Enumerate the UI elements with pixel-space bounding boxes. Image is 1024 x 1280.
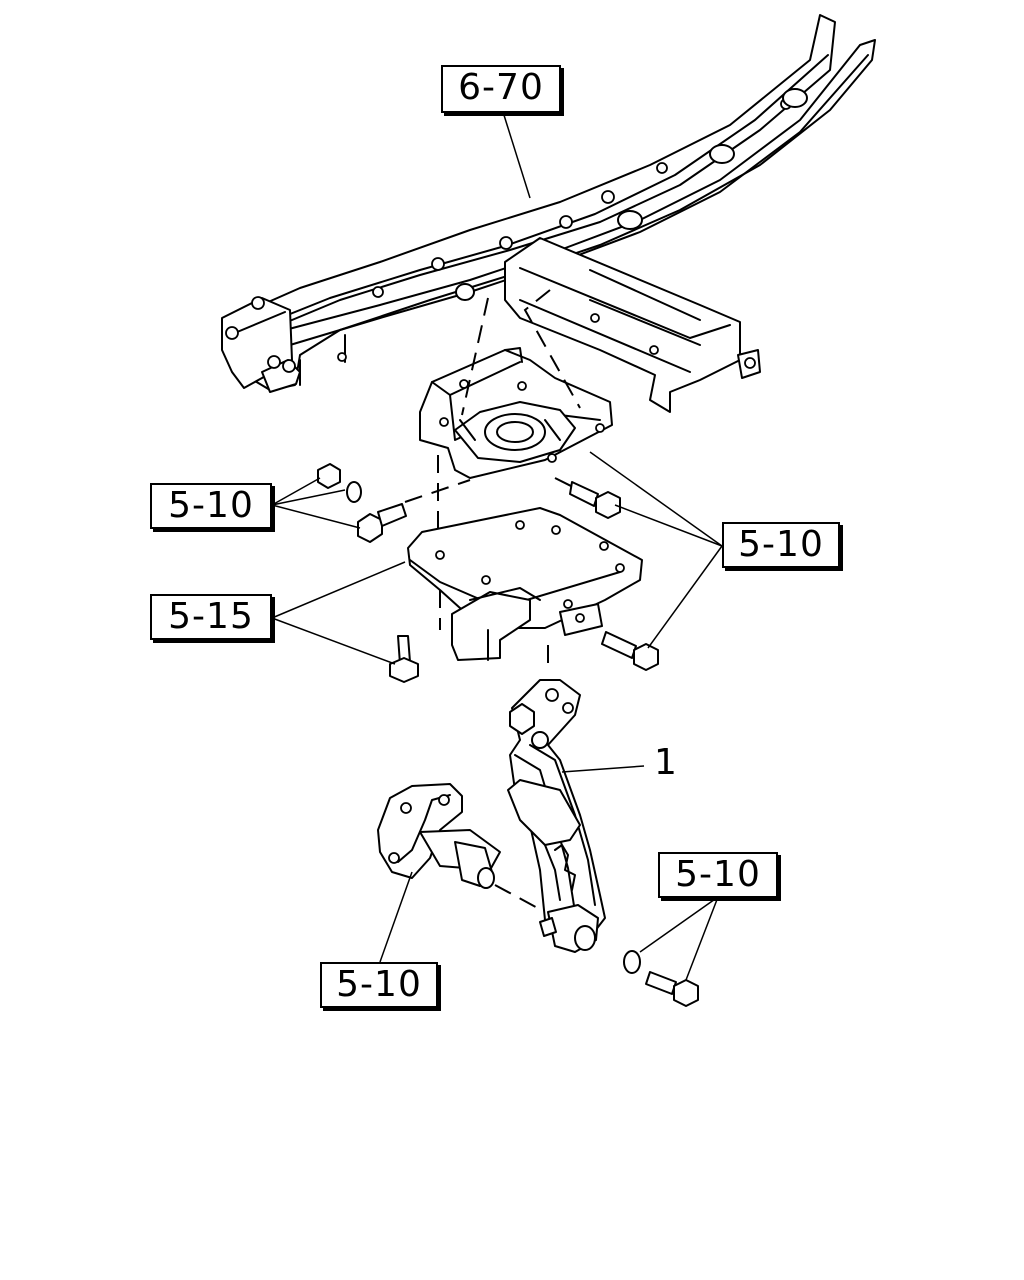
bolt-icon [601,631,659,671]
lower-washer-bolt [623,950,699,1007]
stabilizer-link-icon [507,679,606,953]
bolts-right [569,481,659,671]
washer-icon [346,481,362,503]
bolt-icon [357,503,407,543]
leader-lines [271,111,723,981]
bolt-icon [569,481,621,519]
mount-bracket-icon [419,347,613,479]
callout-lower-washer-bolt[interactable]: 5-10 [658,852,778,898]
bolt-icon [645,971,699,1007]
nut-washer-bolt-left [317,463,407,543]
assembly-guide-lines [404,289,581,913]
callout-bolts-right[interactable]: 5-10 [722,522,840,568]
bolt-icon [389,635,419,683]
lower-bracket-icon [377,783,501,889]
washer-icon [623,950,641,974]
frame-rail-icon [221,14,876,413]
callout-bracket-plate[interactable]: 5-15 [150,594,272,640]
callout-frame-ref[interactable]: 6-70 [441,65,561,113]
plate-bracket-icon [407,507,643,661]
part-number-label[interactable]: 1 [654,742,677,783]
callout-nut-washer-bolt-left[interactable]: 5-10 [150,483,272,529]
nut-icon [317,463,341,489]
callout-lower-bracket[interactable]: 5-10 [320,962,438,1008]
